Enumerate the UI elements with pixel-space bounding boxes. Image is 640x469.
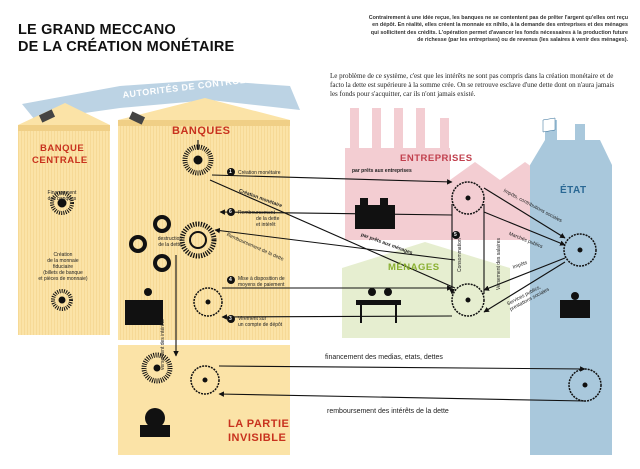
versement-interets-label: versement des intérêts (160, 319, 166, 370)
financement-medias-label: financement des medias, etats, dettes (325, 354, 443, 361)
step-1-number: 1 (229, 169, 232, 175)
banque-centrale-label-1: BANQUE (40, 143, 85, 154)
menages-building (342, 242, 510, 338)
creation-fiduciaire-label: Création de la monnaie fiduciaire (bille… (38, 252, 88, 282)
intro-text: Contrairement à une idée reçue, les banq… (368, 15, 628, 43)
title-line-1: LE GRAND MECCANO (18, 22, 176, 38)
prets-entreprises-label: par prêts aux entreprises (352, 168, 412, 174)
consommation-label: Consommation (457, 238, 463, 272)
step-markers (227, 168, 460, 323)
step-1-label: Création monétaire (238, 170, 281, 176)
banques-building (118, 98, 290, 340)
step-5-number: 5 (454, 232, 457, 238)
entreprises-building (345, 108, 550, 240)
banque-centrale-label-2: CENTRALE (32, 155, 88, 166)
menages-label: MÉNAGES (388, 262, 440, 273)
autorites-roof (22, 80, 300, 120)
page-title: LE GRAND MECCANO DE LA CRÉATION MONÉTAIR… (18, 22, 234, 56)
step-4-number: 4 (229, 277, 232, 283)
gears (50, 144, 602, 402)
etat-flag (542, 117, 556, 133)
financement-banques-label: Financement des banques (47, 190, 77, 202)
step-3-number: 3 (229, 316, 232, 322)
step-4-label: Mise à disposition de moyens de paiement (238, 276, 285, 288)
partie-invisible-label-2: INVISIBLE (228, 432, 287, 444)
camera-icons (38, 109, 146, 125)
destruction-label: destruction de la dette (157, 236, 183, 248)
paragraph-text: Le problème de ce système, c'est que les… (330, 72, 615, 98)
step-6-number: 6 (229, 209, 232, 215)
belts (173, 140, 586, 402)
people-silhouettes (125, 198, 590, 437)
step-6-label: Remboursement de la dette et intérêt (238, 210, 280, 228)
entreprises-label: ENTREPRISES (400, 153, 473, 164)
banques-label: BANQUES (172, 125, 231, 137)
step-3-label: Virement sur un compte de dépôt (238, 316, 283, 328)
etat-label: ÉTAT (560, 185, 587, 196)
versement-salaires-label: Versement des salaires (496, 238, 502, 290)
partie-invisible-label-1: LA PARTIE (228, 418, 290, 430)
title-line-2: DE LA CRÉATION MONÉTAIRE (18, 39, 235, 55)
remboursement-interets-label: remboursement des intérêts de la dette (327, 408, 449, 415)
